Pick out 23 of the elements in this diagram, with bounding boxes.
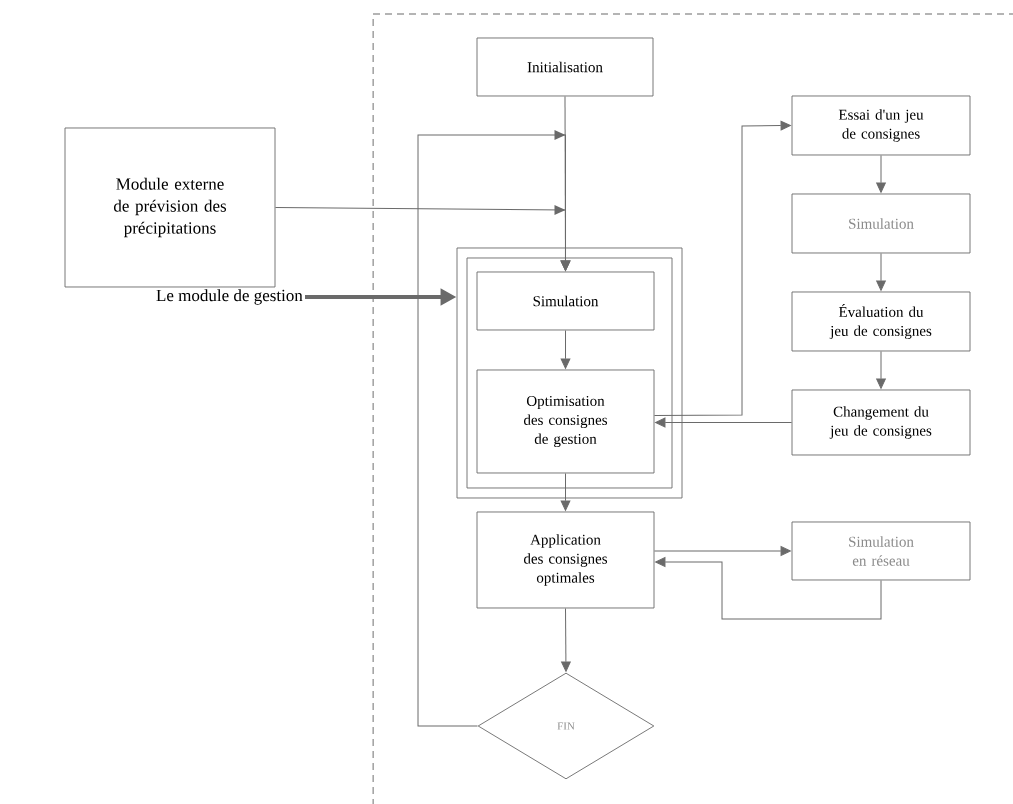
process-box: Optimisation des consignes de gestion [476, 369, 655, 474]
arrow [417, 130, 571, 727]
process-box: Initialisation [476, 37, 654, 97]
arrow [655, 417, 793, 428]
arrow [561, 607, 571, 672]
process-box: Simulation en réseau [791, 521, 971, 581]
arrow [655, 557, 882, 620]
arrow [560, 329, 571, 369]
arrow [876, 350, 886, 389]
arrow [653, 546, 791, 556]
process-box: Essai d'un jeu de consignes [791, 95, 971, 156]
arrow [876, 252, 886, 291]
arrow [876, 154, 886, 193]
process-box: Simulation [791, 193, 971, 254]
process-box: Module externe de prévision des précipitations [64, 127, 276, 288]
group-frame [456, 247, 683, 499]
label-text: Le module de gestion [156, 289, 303, 305]
arrow [560, 472, 571, 511]
process-box: Simulation [476, 271, 655, 331]
process-box: Évaluation du jeu de consignes [791, 291, 971, 352]
arrow [653, 120, 791, 416]
process-box: Application des consignes optimales [476, 511, 655, 609]
process-box: Changement du jeu de consignes [791, 389, 971, 456]
